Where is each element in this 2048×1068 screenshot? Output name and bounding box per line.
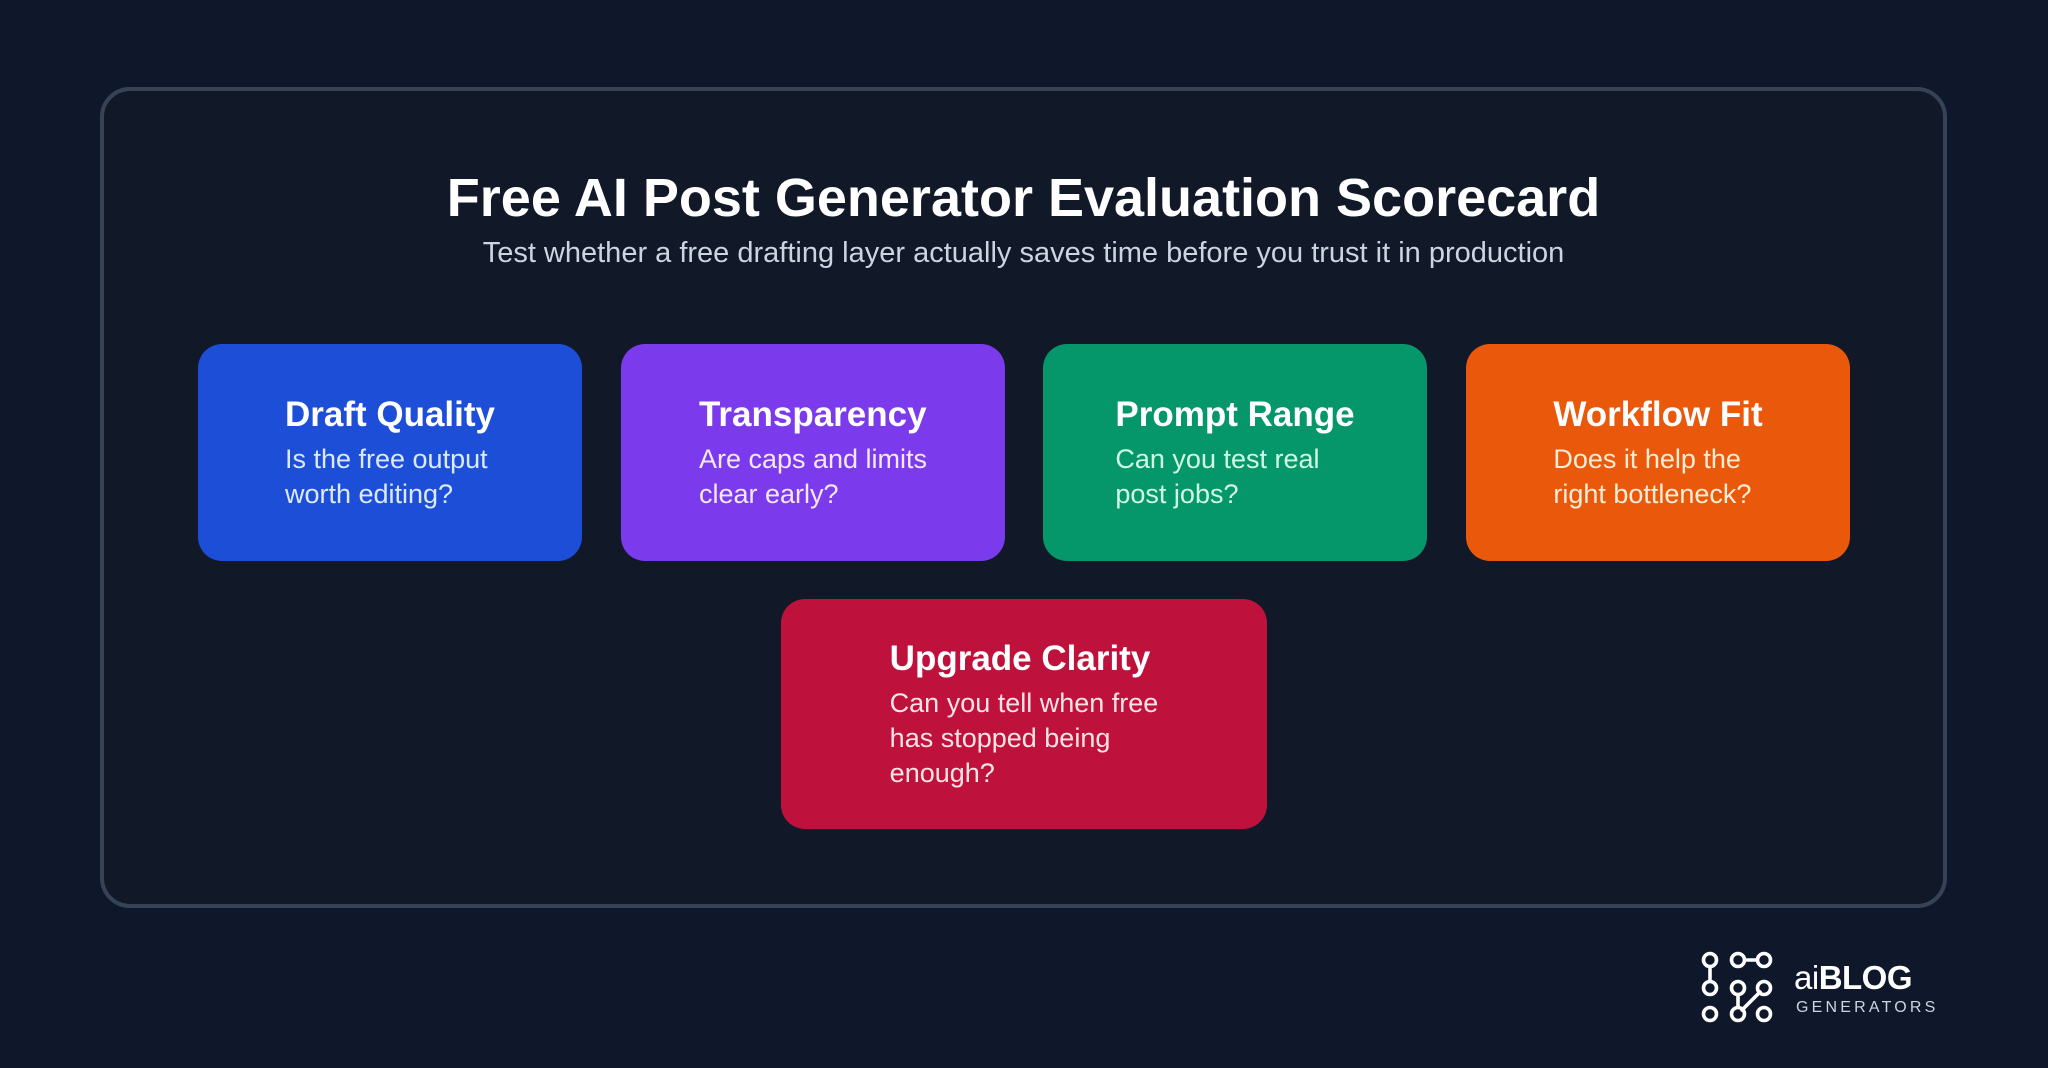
card-title: Workflow Fit [1553, 394, 1763, 434]
logo-prefix: ai [1794, 959, 1819, 996]
card-content: Workflow Fit Does it help the right bott… [1553, 394, 1762, 512]
card-description: Does it help the right bottleneck? [1553, 443, 1752, 509]
logo-brand: BLOG [1818, 959, 1913, 996]
logo-wordmark: aiBLOG [1794, 959, 1913, 996]
page-title: Free AI Post Generator Evaluation Scorec… [446, 168, 1601, 228]
card-draft-quality: Draft Quality Is the free output worth e… [198, 344, 582, 561]
card-title: Upgrade Clarity [889, 638, 1151, 678]
circuit-nodes-icon [1701, 951, 1773, 1023]
card-content: Upgrade Clarity Can you tell when free h… [890, 638, 1159, 791]
card-content: Prompt Range Can you test real post jobs… [1115, 394, 1354, 512]
card-description: Can you test real post jobs? [1115, 443, 1320, 509]
card-description: Is the free output worth editing? [284, 443, 488, 509]
card-title: Transparency [698, 394, 927, 434]
card-content: Draft Quality Is the free output worth e… [285, 394, 495, 512]
card-title: Draft Quality [284, 394, 496, 434]
card-content: Transparency Are caps and limits clear e… [699, 394, 927, 512]
card-prompt-range: Prompt Range Can you test real post jobs… [1043, 344, 1427, 561]
card-upgrade-clarity: Upgrade Clarity Can you tell when free h… [781, 599, 1267, 829]
card-description: Are caps and limits clear early? [698, 443, 928, 509]
page-subtitle: Test whether a free drafting layer actua… [482, 237, 1565, 269]
card-transparency: Transparency Are caps and limits clear e… [621, 344, 1005, 561]
card-description: Can you tell when free has stopped being… [889, 687, 1159, 788]
card-workflow-fit: Workflow Fit Does it help the right bott… [1466, 344, 1850, 561]
brand-logo: aiBLOG GENERATORS [1698, 948, 1948, 1028]
logo-tagline: GENERATORS [1796, 999, 1939, 1016]
card-title: Prompt Range [1115, 394, 1355, 434]
